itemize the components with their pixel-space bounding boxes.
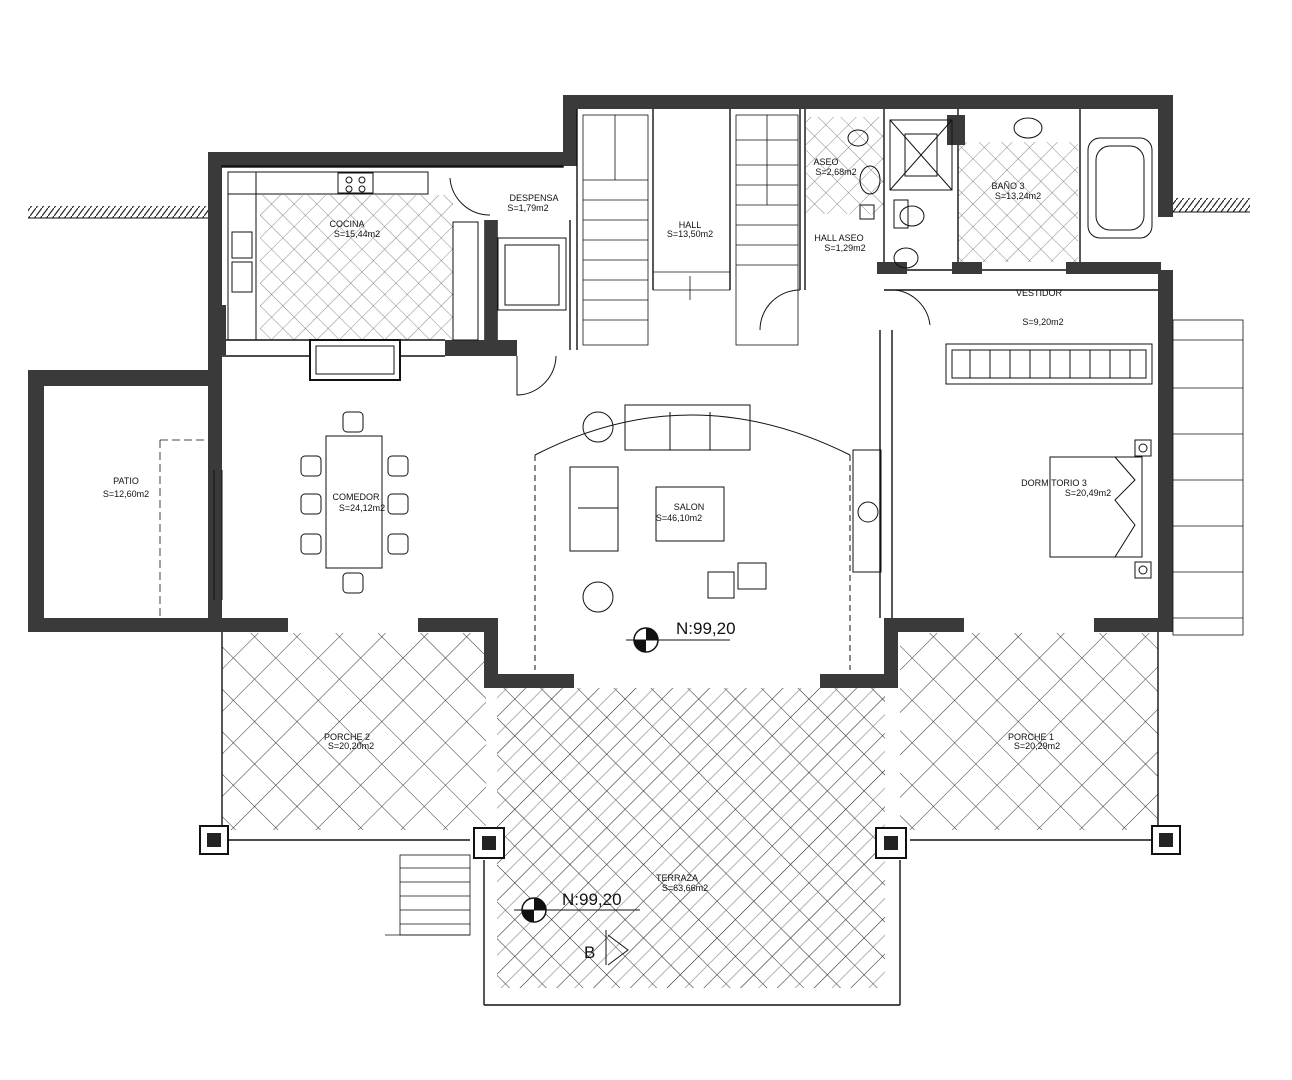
ground-hatch-right	[1172, 198, 1250, 212]
room-area-patio: S=12,60m2	[103, 489, 149, 499]
bath-fixtures	[847, 117, 1153, 269]
room-name-despensa: DESPENSA	[509, 193, 558, 203]
kitchen-floor	[260, 195, 453, 340]
porch-1-floor	[900, 633, 1158, 830]
room-area-vestidor: S=9,20m2	[1022, 317, 1063, 327]
room-area-comedor: S=24,12m2	[339, 503, 385, 513]
level-marker-main: N:99,20	[626, 619, 736, 653]
level-marker-terrace: N:99,20	[514, 890, 640, 923]
kitchen-counters	[227, 171, 567, 381]
room-name-porche1: PORCHE 1	[1008, 732, 1054, 742]
stairs-right	[735, 114, 799, 346]
room-name-patio: PATIO	[113, 476, 139, 486]
level-label-terrace: N:99,20	[562, 890, 622, 909]
room-area-aseo: S=2,68m2	[815, 167, 856, 177]
room-name-terraza: TERRAZA	[656, 873, 698, 883]
wardrobe	[945, 343, 1153, 385]
room-area-porche1: S=20,29m2	[1014, 741, 1060, 751]
room-area-cocina: S=15,44m2	[334, 229, 380, 239]
room-area-hall-aseo: S=1,29m2	[824, 243, 865, 253]
room-area-salon: S=46,10m2	[656, 513, 702, 523]
hall-steps	[653, 271, 730, 300]
exterior-walls	[208, 95, 1173, 688]
room-area-porche2: S=20,20m2	[328, 741, 374, 751]
wall-stubs	[208, 115, 1161, 356]
bath-floor	[958, 142, 1078, 262]
patio-door	[213, 470, 223, 600]
section-marker: B	[584, 930, 629, 966]
room-name-dormitorio3: DORMITORIO 3	[1021, 478, 1087, 488]
level-label-main: N:99,20	[676, 619, 736, 638]
room-name-hall-aseo: HALL ASEO	[814, 233, 863, 243]
stairs-left	[582, 114, 649, 346]
dining-table	[300, 411, 409, 594]
room-labels: COCINA S=15,44m2 DESPENSA S=1,79m2 HALL …	[103, 157, 1111, 893]
columns	[199, 825, 1181, 859]
room-area-bano3: S=13,24m2	[995, 191, 1041, 201]
salon-furniture	[534, 404, 882, 670]
room-name-salon: SALON	[674, 502, 705, 512]
column-cores	[207, 833, 1173, 850]
room-area-despensa: S=1,79m2	[507, 203, 548, 213]
room-name-comedor: COMEDOR	[333, 492, 381, 502]
room-name-cocina: COCINA	[329, 219, 364, 229]
entry-steps	[385, 854, 471, 936]
room-name-porche2: PORCHE 2	[324, 732, 370, 742]
terrace-floor	[497, 688, 885, 988]
ground-hatch-left	[28, 206, 210, 218]
bed	[1049, 439, 1152, 579]
aseo-floor	[806, 117, 884, 214]
room-area-dormitorio3: S=20,49m2	[1065, 488, 1111, 498]
room-name-hall: HALL	[679, 220, 702, 230]
room-name-bano3: BAÑO 3	[991, 181, 1024, 191]
porch-2-floor	[222, 633, 486, 830]
room-name-vestidor: VESTIDOR	[1016, 288, 1063, 298]
doors	[449, 177, 931, 396]
section-label: B	[584, 943, 595, 962]
patio	[28, 370, 208, 632]
room-name-aseo: ASEO	[813, 157, 838, 167]
room-area-terraza: S=63,66m2	[662, 883, 708, 893]
room-area-hall: S=13,50m2	[667, 229, 713, 239]
pergola-slats	[1172, 319, 1244, 636]
